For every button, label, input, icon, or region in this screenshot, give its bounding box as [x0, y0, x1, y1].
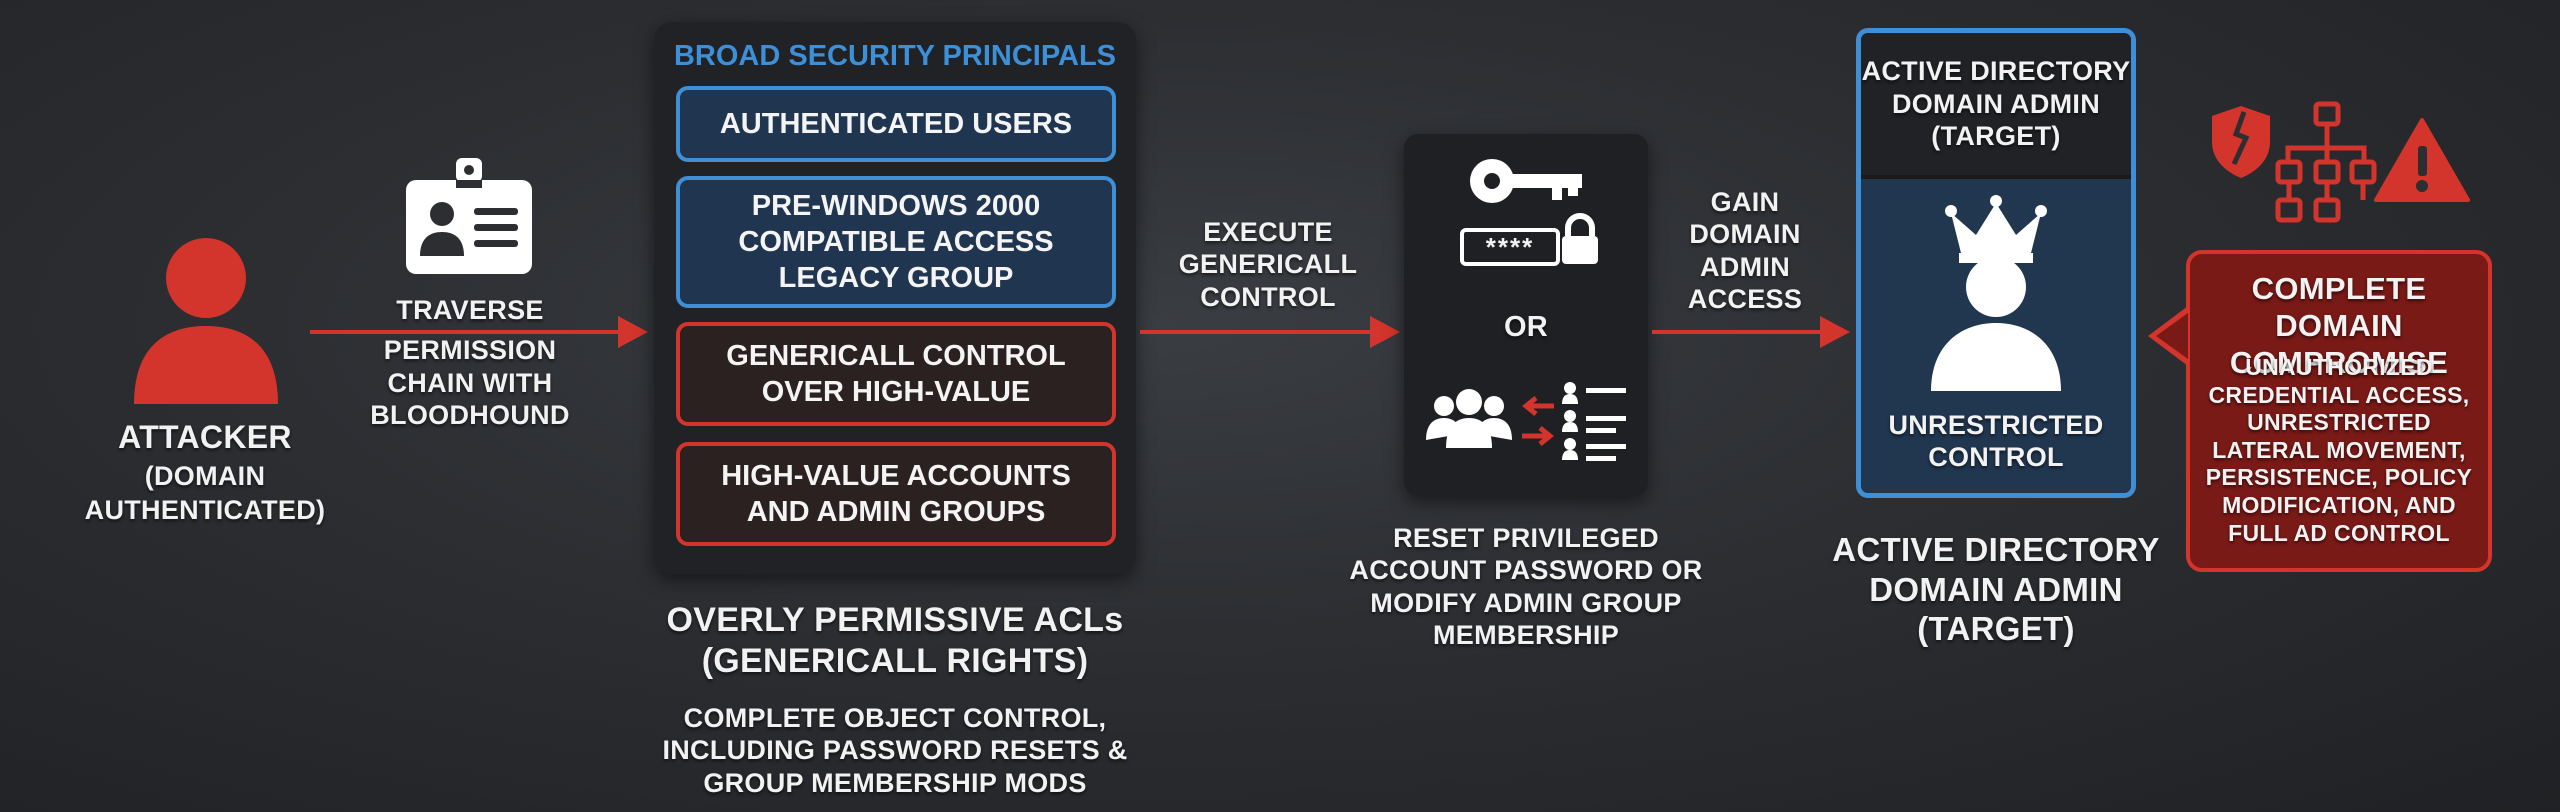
box2-line1: PRE-WINDOWS 2000	[751, 189, 1041, 222]
attacker-subtitle-2: AUTHENTICATED)	[84, 495, 326, 525]
step3-line2: DOMAIN	[1689, 219, 1801, 250]
step3-line3: ADMIN	[1700, 251, 1790, 282]
target-body-text: UNRESTRICTED CONTROL	[1861, 409, 2131, 474]
target-header: ACTIVE DIRECTORY DOMAIN ADMIN (TARGET)	[1861, 33, 2131, 179]
arrow-2	[1140, 330, 1374, 334]
reset-caption-line4: MEMBERSHIP	[1432, 620, 1619, 651]
compromise-desc-line6: MODIFICATION, AND	[2222, 491, 2456, 518]
acl-desc-line1: COMPLETE OBJECT CONTROL,	[683, 703, 1107, 733]
reset-caption-line2: ACCOUNT PASSWORD OR	[1349, 555, 1703, 586]
target-body-line1: UNRESTRICTED	[1888, 410, 2104, 440]
attacker-title: ATTACKER	[118, 419, 292, 455]
compromise-title-line2: COMPROMISE	[2229, 345, 2449, 381]
password-field: ****	[1460, 228, 1560, 266]
box-pre-windows-2000: PRE-WINDOWS 2000 COMPATIBLE ACCESS LEGAC…	[676, 176, 1116, 308]
step1-line4: BLOODHOUND	[370, 400, 570, 431]
acl-title-line1: OVERLY PERMISSIVE ACLs	[666, 601, 1124, 639]
box4-line1: HIGH-VALUE ACCOUNTS	[721, 459, 1071, 492]
arrow-3-head	[1820, 316, 1850, 348]
compromise-desc-line7: FULL AD CONTROL	[2228, 519, 2450, 546]
step3-label: GAIN DOMAIN ADMIN ACCESS	[1650, 186, 1840, 316]
arrow-3	[1652, 330, 1824, 334]
acl-desc-line2: INCLUDING PASSWORD RESETS &	[662, 735, 1128, 766]
compromise-title-line1: COMPLETE DOMAIN	[2251, 271, 2427, 344]
acl-panel: BROAD SECURITY PRINCIPALS AUTHENTICATED …	[654, 22, 1136, 574]
reset-caption-line3: MODIFY ADMIN GROUP	[1370, 587, 1682, 618]
box2-line3: LEGACY GROUP	[778, 262, 1014, 295]
step1-line3: CHAIN WITH	[387, 367, 553, 398]
member-list-icon	[1562, 382, 1626, 461]
compromise-desc-line1: UNAUTHORIZED	[2245, 354, 2433, 380]
attacker-node: ATTACKER (DOMAIN AUTHENTICATED)	[85, 232, 325, 532]
or-label: OR	[1503, 311, 1549, 343]
acl-desc-line3: GROUP MEMBERSHIP MODS	[703, 767, 1087, 798]
box4-line2: AND ADMIN GROUPS	[746, 496, 1046, 528]
crowned-admin-icon	[1931, 195, 2061, 391]
compromise-pointer-inner	[2156, 313, 2188, 359]
step1-line1: TRAVERSE	[396, 295, 544, 325]
acl-panel-header: BROAD SECURITY PRINCIPALS	[673, 40, 1117, 72]
compromise-title: COMPLETE DOMAIN COMPROMISE	[2190, 270, 2488, 382]
arrow-1	[310, 330, 622, 334]
attacker-subtitle-1: (DOMAIN	[144, 461, 266, 491]
key-icon	[1470, 159, 1582, 203]
box1-label: AUTHENTICATED USERS	[719, 107, 1073, 140]
step1-label: TRAVERSE PERMISSION CHAIN WITH BLOODHOUN…	[360, 294, 580, 432]
warning-icon	[2374, 118, 2470, 202]
compromise-desc-line2: CREDENTIAL ACCESS,	[2208, 381, 2470, 408]
compromise-description: UNAUTHORIZED CREDENTIAL ACCESS, UNRESTRI…	[2190, 354, 2488, 547]
swap-arrows-icon	[1521, 396, 1555, 446]
target-header-line2: DOMAIN ADMIN	[1891, 88, 2101, 119]
step2-line1: EXECUTE	[1203, 217, 1333, 247]
compromise-panel: COMPLETE DOMAIN COMPROMISE UNAUTHORIZED …	[2186, 250, 2492, 572]
box-authenticated-users: AUTHENTICATED USERS	[676, 86, 1116, 162]
box-high-value-accounts: HIGH-VALUE ACCOUNTS AND ADMIN GROUPS	[676, 442, 1116, 546]
arrow-2-head	[1370, 316, 1400, 348]
target-header-line3: (TARGET)	[1931, 121, 2061, 152]
target-caption: ACTIVE DIRECTORY DOMAIN ADMIN (TARGET)	[1820, 530, 2172, 649]
id-badge-icon	[406, 158, 532, 274]
target-caption-line1: ACTIVE DIRECTORY	[1832, 531, 2160, 568]
target-body-line2: CONTROL	[1928, 442, 2064, 473]
compromise-desc-line4: LATERAL MOVEMENT,	[2212, 436, 2466, 463]
box2-line2: COMPATIBLE ACCESS	[738, 225, 1054, 258]
acl-title: OVERLY PERMISSIVE ACLs (GENERICALL RIGHT…	[620, 600, 1170, 682]
reset-caption-line1: RESET PRIVILEGED	[1393, 523, 1659, 553]
arrow-1-head	[618, 316, 648, 348]
box3-line2: OVER HIGH-VALUE	[761, 376, 1031, 408]
network-icon	[2275, 101, 2377, 223]
step2-label: EXECUTE GENERICALL CONTROL	[1158, 216, 1378, 313]
step2-line2: GENERICALL	[1178, 249, 1358, 280]
compromise-desc-line5: PERSISTENCE, POLICY	[2205, 464, 2473, 491]
target-panel: ACTIVE DIRECTORY DOMAIN ADMIN (TARGET) U…	[1856, 28, 2136, 498]
target-caption-line2: DOMAIN ADMIN	[1869, 570, 2123, 608]
broken-shield-icon	[2212, 106, 2270, 178]
compromise-desc-line3: UNRESTRICTED	[2247, 409, 2431, 436]
step1-line2: PERMISSION	[383, 335, 557, 366]
reset-caption: RESET PRIVILEGED ACCOUNT PASSWORD OR MOD…	[1340, 522, 1712, 652]
group-icon	[1426, 389, 1512, 448]
reset-panel: **** OR	[1404, 134, 1648, 496]
acl-title-line2: (GENERICALL RIGHTS)	[701, 641, 1089, 680]
target-body: UNRESTRICTED CONTROL	[1861, 179, 2131, 493]
step3-line1: GAIN	[1710, 187, 1780, 217]
target-header-line1: ACTIVE DIRECTORY	[1861, 56, 2131, 87]
box-genericall-control: GENERICALL CONTROL OVER HIGH-VALUE	[676, 322, 1116, 426]
step2-line3: CONTROL	[1200, 281, 1336, 312]
target-caption-line3: (TARGET)	[1917, 610, 2075, 648]
box3-line1: GENERICALL CONTROL	[726, 339, 1066, 372]
password-mask: ****	[1485, 232, 1535, 262]
user-icon	[134, 238, 278, 404]
acl-description: COMPLETE OBJECT CONTROL, INCLUDING PASSW…	[620, 702, 1170, 799]
lock-icon	[1562, 213, 1598, 264]
step3-line4: ACCESS	[1687, 284, 1803, 315]
